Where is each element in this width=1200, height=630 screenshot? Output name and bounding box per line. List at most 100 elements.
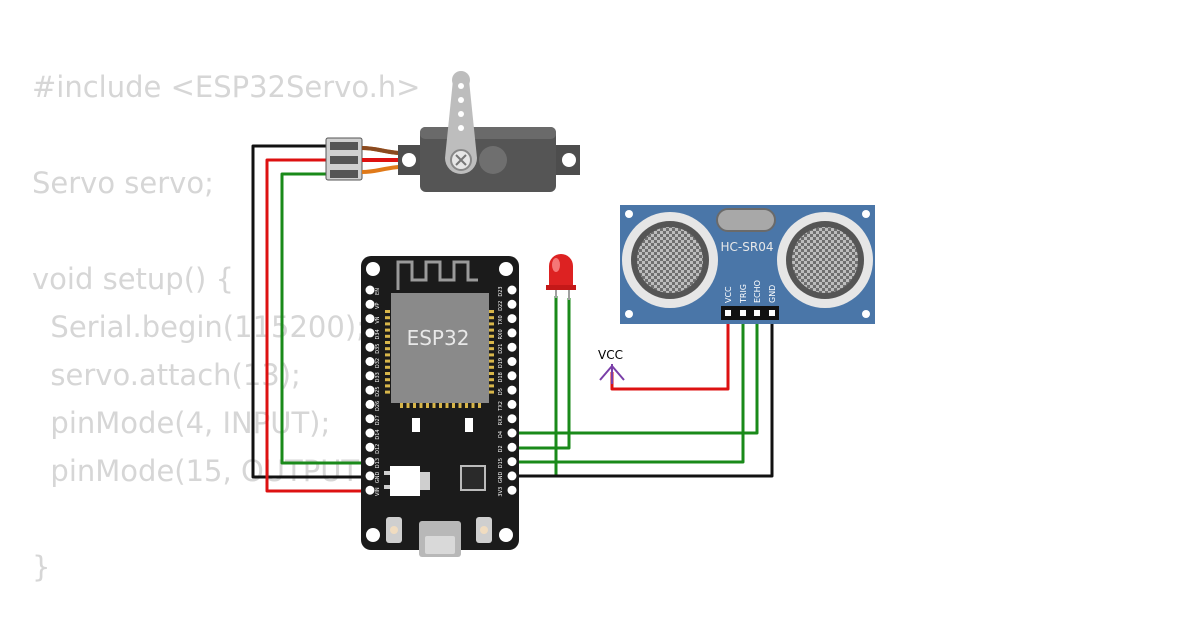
module-pad bbox=[385, 372, 390, 375]
module-pad bbox=[489, 365, 494, 369]
module-pad bbox=[489, 341, 494, 344]
pin-label: D13 bbox=[375, 458, 381, 468]
pin-hole[interactable] bbox=[507, 428, 517, 438]
module-pad bbox=[439, 403, 442, 408]
pin-hole[interactable] bbox=[507, 314, 517, 324]
wire-servo-signal[interactable] bbox=[280, 172, 370, 465]
pin-label: D2 bbox=[498, 445, 504, 452]
pin-label: D19 bbox=[498, 358, 504, 368]
pin-hole[interactable] bbox=[507, 285, 517, 295]
sensor-pin-label: GND bbox=[768, 285, 777, 303]
pin-label: GND bbox=[375, 472, 381, 484]
pin-hole[interactable] bbox=[507, 442, 517, 452]
pin-label: D14 bbox=[375, 429, 381, 439]
module-pad bbox=[385, 347, 390, 351]
pin-hole[interactable] bbox=[365, 471, 375, 481]
pin-label: D23 bbox=[498, 286, 504, 296]
pin-hole[interactable] bbox=[365, 428, 375, 438]
module-pad bbox=[385, 365, 390, 369]
right-pin-labels: D23D22TX0RX0D21D19D18D5TX2RX2D4D2D15GND3… bbox=[498, 286, 504, 496]
left-pin-labels: ENVPVND34D35D32D33D25D26D27D14D12D13GNDV… bbox=[375, 288, 381, 496]
pin-label: 3V3 bbox=[498, 487, 504, 497]
smd-component bbox=[412, 418, 420, 432]
pin-label: VIN bbox=[375, 487, 381, 496]
power-arrow-icon bbox=[599, 364, 625, 384]
pin-hole[interactable] bbox=[365, 385, 375, 395]
pin-label: D22 bbox=[498, 301, 504, 311]
pin-hole[interactable] bbox=[365, 285, 375, 295]
module-pad bbox=[478, 403, 481, 408]
module-pad bbox=[489, 316, 494, 320]
pin-label: D32 bbox=[375, 358, 381, 368]
module-pad bbox=[385, 341, 390, 344]
module-pad bbox=[489, 347, 494, 351]
pin-label: D18 bbox=[498, 372, 504, 382]
pin-hole[interactable] bbox=[507, 299, 517, 309]
pin-label: D15 bbox=[498, 458, 504, 468]
crystal-oscillator bbox=[716, 208, 776, 232]
pin-hole[interactable] bbox=[507, 471, 517, 481]
module-pad bbox=[489, 328, 494, 332]
smd-component bbox=[465, 418, 473, 432]
module-pad bbox=[419, 403, 423, 408]
pin-hole[interactable] bbox=[507, 328, 517, 338]
board-label: ESP32 bbox=[407, 326, 470, 350]
pin-hole[interactable] bbox=[365, 357, 375, 366]
pin-hole[interactable] bbox=[365, 485, 375, 495]
sensor-pin-label: TRIG bbox=[739, 284, 748, 304]
module-pad bbox=[385, 322, 390, 326]
module-pads bbox=[385, 310, 494, 408]
pin-hole[interactable] bbox=[507, 342, 517, 352]
module-pad bbox=[489, 322, 494, 326]
module-pad bbox=[400, 403, 403, 408]
pin-label: D5 bbox=[498, 388, 504, 395]
module-pad bbox=[385, 334, 390, 338]
wire-servo-vin[interactable] bbox=[265, 158, 370, 493]
pin-hole[interactable] bbox=[507, 414, 517, 424]
pin-hole[interactable] bbox=[365, 442, 375, 452]
pin-hole[interactable] bbox=[507, 399, 517, 409]
pin-hole[interactable] bbox=[365, 342, 375, 352]
led-body bbox=[549, 254, 573, 289]
voltage-regulator bbox=[390, 466, 420, 496]
pin-label: VP bbox=[375, 303, 381, 309]
wire-sensor-vcc[interactable] bbox=[610, 320, 730, 391]
wire-led-anode[interactable] bbox=[513, 298, 571, 450]
wire-sensor-gnd[interactable] bbox=[513, 320, 774, 478]
pin-hole[interactable] bbox=[365, 399, 375, 409]
pin-label: D27 bbox=[375, 415, 381, 425]
right-pin-header bbox=[507, 285, 517, 495]
pin-hole[interactable] bbox=[507, 485, 517, 495]
module-pad bbox=[465, 403, 468, 408]
vcc-power-symbol[interactable]: VCC bbox=[598, 348, 625, 384]
pin-hole[interactable] bbox=[507, 385, 517, 395]
sensor-pin-header bbox=[721, 306, 779, 320]
pin-hole[interactable] bbox=[365, 371, 375, 381]
wire-servo-gnd[interactable] bbox=[251, 144, 370, 479]
pin-hole[interactable] bbox=[507, 371, 517, 381]
module-pad bbox=[452, 403, 455, 408]
esp32-board[interactable]: ESP32 ENVPVND34D35D32D33D25D26D27D14D12D… bbox=[361, 256, 519, 557]
pin-hole[interactable] bbox=[507, 457, 517, 467]
pin-hole[interactable] bbox=[365, 314, 375, 324]
pin-hole[interactable] bbox=[365, 328, 375, 338]
servo-motor[interactable] bbox=[325, 71, 580, 192]
pin-label: D33 bbox=[375, 372, 381, 382]
module-pad bbox=[406, 403, 410, 408]
pin-hole[interactable] bbox=[507, 357, 517, 366]
wire-sensor-echo[interactable] bbox=[513, 320, 759, 435]
pin-hole[interactable] bbox=[365, 457, 375, 467]
pin-label: VN bbox=[375, 316, 381, 323]
module-pad bbox=[489, 353, 494, 357]
module-pad bbox=[426, 403, 429, 408]
pin-label: RX2 bbox=[498, 415, 504, 425]
esp32-module bbox=[391, 293, 489, 403]
wire-sensor-trig[interactable] bbox=[513, 320, 745, 464]
red-led[interactable] bbox=[546, 254, 576, 300]
pin-hole[interactable] bbox=[365, 299, 375, 309]
pin-label: EN bbox=[375, 288, 381, 295]
module-pad bbox=[385, 384, 390, 388]
pin-hole[interactable] bbox=[365, 414, 375, 424]
